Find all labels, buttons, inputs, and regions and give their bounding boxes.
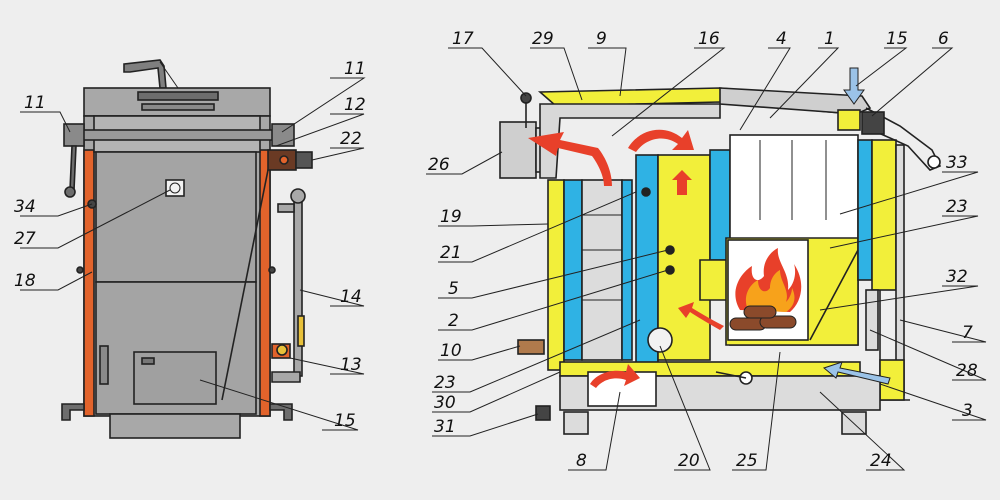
label-front-13: 13: [340, 355, 362, 375]
right-insulation: [871, 139, 897, 291]
flow-arrow-top: [628, 129, 694, 152]
label-5: 5: [448, 279, 459, 299]
flow-arrow-ash: [590, 364, 640, 388]
overheat-pipe: [293, 195, 303, 377]
label-10: 10: [440, 341, 462, 361]
label-25: 25: [736, 451, 758, 471]
label-23-left: 23: [434, 373, 456, 393]
left-insulation: [547, 179, 565, 371]
label-8: 8: [576, 451, 587, 471]
flow-arrow-up: [672, 170, 692, 195]
front-view: [61, 59, 313, 439]
flame-icon: [735, 248, 802, 312]
left-side-panel: [83, 149, 95, 417]
air-inlet-arrow: [843, 67, 865, 105]
label-16: 16: [698, 29, 720, 49]
flue-box: [499, 121, 537, 179]
label-30: 30: [434, 393, 456, 413]
label-21: 21: [440, 243, 462, 263]
right-side-panel: [259, 149, 271, 417]
upper-door: [95, 151, 257, 283]
label-front-27: 27: [14, 229, 36, 249]
label-26: 26: [428, 155, 450, 175]
thermometer: [165, 179, 185, 197]
label-24: 24: [870, 451, 892, 471]
top-handle: [123, 59, 167, 89]
label-front-34: 34: [14, 197, 36, 217]
label-front-15: 15: [334, 411, 356, 431]
label-19: 19: [440, 207, 462, 227]
label-33: 33: [946, 153, 968, 173]
label-front-14: 14: [340, 287, 362, 307]
wood-logs-icon: [729, 305, 797, 331]
label-17: 17: [452, 29, 474, 49]
label-3: 3: [962, 401, 973, 421]
label-28: 28: [956, 361, 978, 381]
flow-arrow-exit: [528, 132, 612, 186]
label-front-22: 22: [340, 129, 362, 149]
label-31: 31: [434, 417, 456, 437]
label-9: 9: [596, 29, 607, 49]
label-20: 20: [678, 451, 700, 471]
label-front-12: 12: [344, 95, 366, 115]
label-front-11-right: 11: [344, 59, 366, 79]
label-2: 2: [448, 311, 459, 331]
label-front-18: 18: [14, 271, 36, 291]
left-water-jacket: [563, 179, 583, 361]
label-4: 4: [776, 29, 787, 49]
label-32: 32: [946, 267, 968, 287]
inspection-port: [647, 327, 673, 353]
part-labels: 11 34 27 18 11 12 22 14 13 15 17 29 9 16…: [14, 29, 978, 471]
lever-bar: [69, 129, 291, 141]
right-water-jacket: [857, 139, 873, 281]
secondary-air-arrow: [822, 361, 891, 385]
label-front-11-left: 11: [24, 93, 46, 113]
flow-arrow-left: [678, 302, 724, 330]
label-7: 7: [962, 323, 973, 343]
label-6: 6: [938, 29, 949, 49]
label-23-right: 23: [946, 197, 968, 217]
section-view: [20, 47, 987, 471]
label-15: 15: [886, 29, 908, 49]
label-29: 29: [532, 29, 554, 49]
label-1: 1: [824, 29, 835, 49]
left-water-jacket-2: [621, 179, 633, 361]
